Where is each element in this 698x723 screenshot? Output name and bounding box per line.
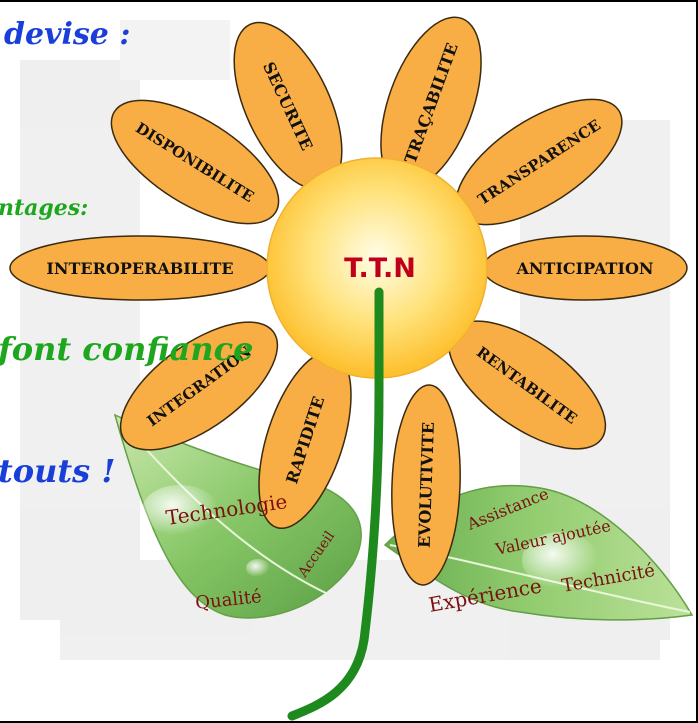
center-label: T.T.N bbox=[344, 253, 416, 284]
petal-evolutivite: EVOLUTIVITE bbox=[391, 384, 461, 586]
frame-right-border bbox=[696, 0, 698, 723]
petal-label-interoperabilite: INTEROPERABILITE bbox=[46, 259, 233, 278]
heading-devise: devise : bbox=[4, 17, 130, 52]
petal-shape-disponibilite bbox=[110, 99, 280, 225]
flower-stem bbox=[287, 287, 384, 721]
right-leaf bbox=[383, 484, 694, 621]
frame-top-border bbox=[0, 0, 698, 2]
petal-label-anticipation: ANTICIPATION bbox=[515, 259, 653, 278]
heading-atouts: touts ! bbox=[0, 452, 115, 490]
left-leaf bbox=[113, 413, 362, 619]
heading-avantages: ntages: bbox=[0, 195, 88, 221]
petal-tracabilite: TRAÇABILITE bbox=[380, 16, 482, 190]
petal-rapidite: RAPIDITE bbox=[258, 350, 352, 530]
petal-securite: SECURITE bbox=[233, 21, 343, 191]
petal-interoperabilite: INTEROPERABILITE bbox=[9, 235, 271, 301]
heading-confiance: font confiance bbox=[0, 330, 254, 368]
petal-anticipation: ANTICIPATION bbox=[482, 235, 688, 301]
frame-bottom-border bbox=[0, 721, 698, 723]
petal-shape-integration bbox=[119, 321, 279, 451]
petal-label-evolutivite: EVOLUTIVITE bbox=[415, 422, 438, 549]
slide-partial-text: devise : ntages: font confiance touts ! bbox=[0, 17, 254, 490]
petal-shape-evolutivite bbox=[391, 384, 461, 586]
